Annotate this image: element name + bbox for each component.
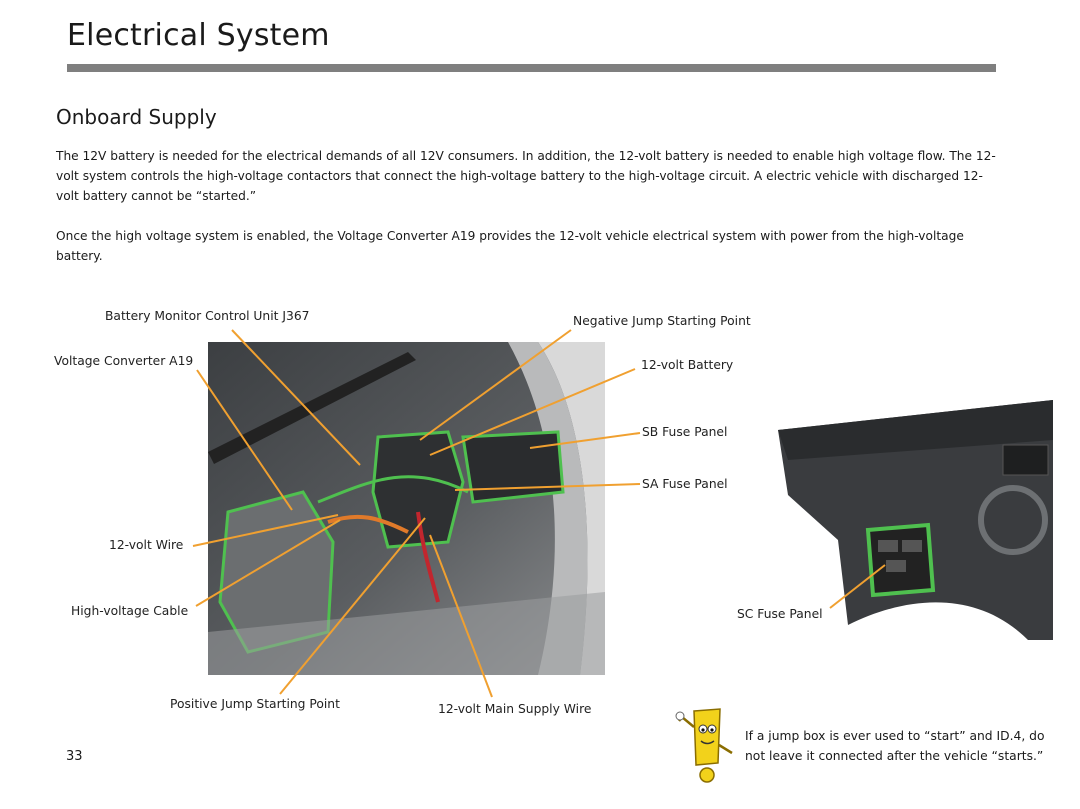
leader-positive-jump: [279, 517, 426, 695]
title-rule: [67, 64, 996, 72]
engine-bay-illustration: [208, 342, 605, 675]
label-sc-fuse: SC Fuse Panel: [737, 607, 823, 621]
label-negative-jump: Negative Jump Starting Point: [573, 314, 751, 328]
leader-12v-wire: [192, 514, 339, 547]
section-title: Onboard Supply: [56, 105, 217, 129]
label-main-supply-wire: 12-volt Main Supply Wire: [438, 702, 592, 716]
leader-12v-battery: [429, 368, 636, 456]
leader-main-supply: [429, 534, 493, 698]
label-sb-fuse: SB Fuse Panel: [642, 425, 728, 439]
dashboard-illustration: [778, 400, 1053, 640]
leader-sb-fuse: [529, 432, 641, 449]
leader-sa-fuse: [454, 483, 641, 491]
label-hv-cable: High-voltage Cable: [71, 604, 189, 618]
leader-battery-monitor: [231, 329, 361, 466]
jump-box-tip: If a jump box is ever used to “start” an…: [745, 729, 1045, 763]
leader-negative-jump: [419, 329, 572, 441]
leader-voltage-converter: [196, 369, 293, 511]
label-voltage-converter: Voltage Converter A19: [54, 354, 194, 368]
label-12v-wire: 12-volt Wire: [109, 538, 184, 552]
page-title: Electrical System: [67, 18, 330, 53]
page-number: 33: [66, 749, 83, 764]
paragraph-12v-battery: The 12V battery is needed for the electr…: [56, 149, 996, 203]
caution-mascot-icon: [675, 708, 733, 783]
label-battery-monitor: Battery Monitor Control Unit J367: [105, 309, 310, 323]
leader-sc-fuse: [829, 564, 886, 609]
label-sa-fuse: SA Fuse Panel: [642, 477, 728, 491]
label-12v-battery: 12-volt Battery: [641, 358, 734, 372]
leader-hv-cable: [195, 519, 341, 607]
paragraph-voltage-converter: Once the high voltage system is enabled,…: [56, 229, 964, 263]
label-positive-jump: Positive Jump Starting Point: [170, 697, 340, 711]
